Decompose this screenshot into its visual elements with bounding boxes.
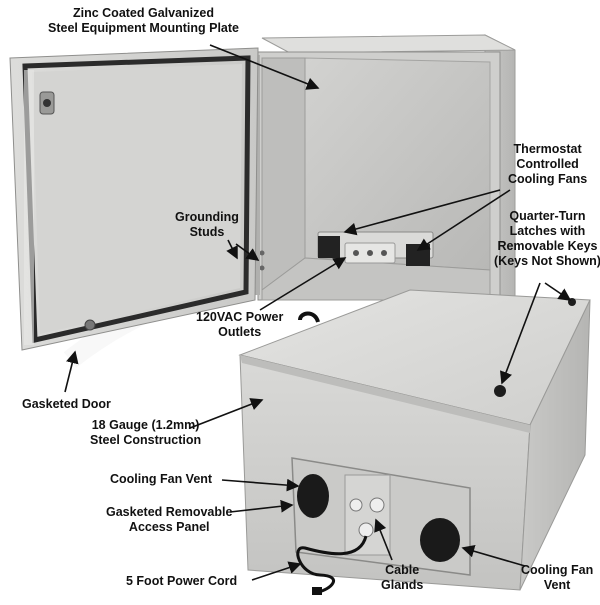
- power-cord: [296, 535, 368, 594]
- fan-vent-left-label: Cooling Fan Vent: [110, 472, 212, 487]
- door-label-line1: Gasketed Door: [22, 397, 111, 411]
- power-outlets-label: 120VAC Power Outlets: [196, 310, 283, 340]
- steel-label-line2: Steel Construction: [90, 433, 202, 447]
- fan-vent-right-label-line2: Vent: [543, 578, 571, 592]
- thermostat-label-line3: Cooling Fans: [508, 172, 588, 186]
- cooling-fan-right: [406, 244, 430, 266]
- gasketed-door-label: Gasketed Door: [22, 397, 111, 412]
- grounding-label-line1: Grounding: [175, 210, 239, 224]
- steel-construction-label: 18 Gauge (1.2mm) Steel Construction: [90, 418, 201, 448]
- cooling-fan-left: [318, 236, 340, 258]
- glands-label-line2: Glands: [381, 578, 424, 592]
- outlets-label-line1: 120VAC Power: [196, 310, 284, 324]
- access-panel-label: Gasketed Removable Access Panel: [106, 505, 232, 535]
- quarter-turn-latch-front: [494, 385, 506, 397]
- door-latch-bottom: [84, 319, 96, 331]
- cable-glands: [349, 497, 385, 538]
- grounding-label-line2: Studs: [189, 225, 225, 239]
- thermostat-label-line2: Controlled: [516, 157, 579, 171]
- cooling-fan-vent-left: [297, 474, 329, 518]
- cable-glands-label: Cable Glands: [381, 563, 423, 593]
- power-outlets: [344, 242, 396, 264]
- mounting-plate-label: Zinc Coated Galvanized Steel Equipment M…: [48, 6, 239, 36]
- thermostat-label-line1: Thermostat: [513, 142, 582, 156]
- lower-enclosure: [238, 289, 591, 595]
- panel-label-line1: Gasketed Removable: [106, 505, 233, 519]
- latches-label: Quarter-Turn Latches with Removable Keys…: [494, 209, 600, 269]
- door-latch-top: [39, 91, 55, 115]
- power-cord-label: 5 Foot Power Cord: [126, 574, 237, 589]
- mounting-plate-label-line1: Zinc Coated Galvanized: [72, 6, 214, 20]
- glands-label-line1: Cable: [385, 563, 420, 577]
- cooling-fan-vent-right: [420, 518, 460, 562]
- thermostat-fans-label: Thermostat Controlled Cooling Fans: [508, 142, 587, 187]
- fan-vent-right-label: Cooling Fan Vent: [521, 563, 593, 593]
- fan-vent-right-label-line1: Cooling Fan: [521, 563, 594, 577]
- latches-label-line2: Latches with: [509, 224, 586, 238]
- latches-note: (Keys Not Shown): [494, 254, 600, 268]
- leader-arrows: [64, 44, 572, 581]
- gasketed-door: [9, 47, 259, 351]
- cord-label-line1: 5 Foot Power Cord: [126, 574, 238, 588]
- upper-enclosure: [252, 34, 516, 301]
- steel-label-line1: 18 Gauge (1.2mm): [91, 418, 200, 432]
- fan-vent-left-label-line1: Cooling Fan Vent: [110, 472, 213, 486]
- grounding-studs-label: Grounding Studs: [175, 210, 239, 240]
- grounding-studs: [259, 250, 265, 271]
- mounting-plate-label-line2: Steel Equipment Mounting Plate: [48, 21, 239, 35]
- latches-label-line1: Quarter-Turn: [509, 209, 586, 223]
- latches-label-line3: Removable Keys: [497, 239, 598, 253]
- panel-label-line2: Access Panel: [128, 520, 210, 534]
- outlets-label-line2: Outlets: [218, 325, 262, 339]
